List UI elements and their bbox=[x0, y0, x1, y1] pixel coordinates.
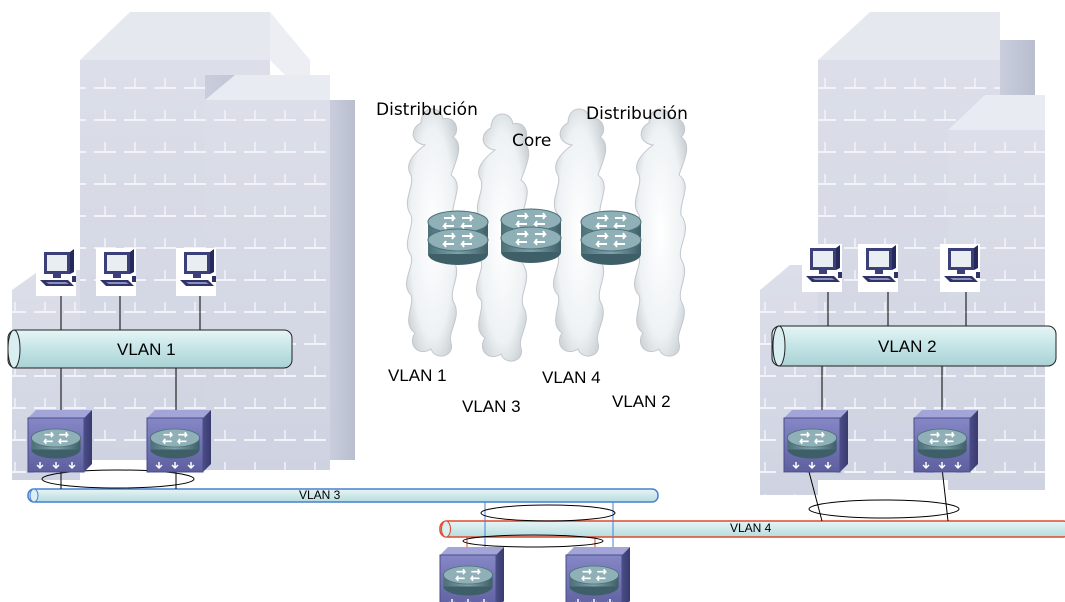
label-cloud-vlan3: VLAN 3 bbox=[462, 397, 521, 416]
label-cloud-vlan1: VLAN 1 bbox=[388, 366, 447, 385]
right-links bbox=[807, 292, 967, 522]
layer3-switch-icon bbox=[566, 547, 630, 602]
vlan1-bus bbox=[7, 329, 293, 369]
right-building bbox=[760, 12, 1045, 495]
layer3-switch-icon bbox=[28, 410, 92, 472]
label-bus-vlan4: VLAN 4 bbox=[730, 521, 772, 535]
core-switches bbox=[440, 547, 630, 602]
vlan2-bus bbox=[771, 325, 1057, 367]
router-icon bbox=[427, 228, 489, 266]
layer3-switch-icon bbox=[914, 410, 978, 472]
left-building bbox=[12, 12, 355, 480]
computer-icon bbox=[176, 248, 216, 296]
label-distribucion-right: Distribución bbox=[586, 104, 688, 124]
label-cloud-vlan4: VLAN 4 bbox=[542, 368, 601, 387]
label-core: Core bbox=[512, 131, 552, 151]
vlan4-bus bbox=[439, 520, 1065, 538]
router-icon bbox=[580, 228, 642, 266]
label-cloud-vlan2: VLAN 2 bbox=[612, 392, 671, 411]
computer-icon bbox=[802, 244, 842, 292]
right-pcs bbox=[802, 244, 980, 292]
layer3-switch-icon bbox=[440, 547, 504, 602]
core-routers bbox=[427, 208, 642, 266]
left-pcs bbox=[36, 248, 216, 296]
computer-icon bbox=[858, 244, 898, 292]
computer-icon bbox=[940, 244, 980, 292]
core-links bbox=[462, 502, 616, 548]
label-distribucion-left: Distribución bbox=[376, 100, 478, 120]
vlan3-bus bbox=[27, 488, 659, 503]
cloud-distribution-right bbox=[633, 108, 688, 357]
router-icon bbox=[500, 226, 562, 264]
layer3-switch-icon bbox=[147, 410, 211, 472]
label-bus-vlan2: VLAN 2 bbox=[878, 337, 937, 356]
layer3-switch-icon bbox=[784, 410, 848, 472]
label-bus-vlan1: VLAN 1 bbox=[117, 340, 176, 359]
computer-icon bbox=[36, 248, 76, 296]
computer-icon bbox=[96, 248, 136, 296]
label-bus-vlan3: VLAN 3 bbox=[299, 488, 341, 502]
